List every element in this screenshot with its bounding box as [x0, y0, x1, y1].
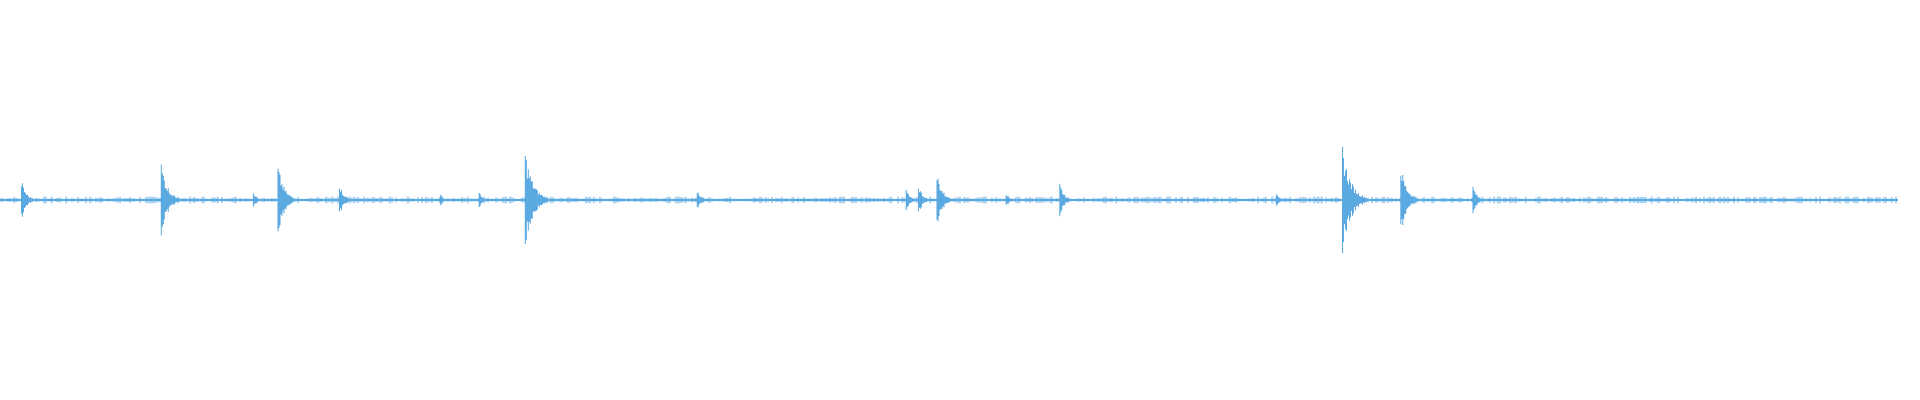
waveform-peak — [277, 168, 296, 232]
waveform-peak — [440, 194, 449, 206]
waveform-peak — [696, 192, 707, 208]
waveform-peak — [936, 178, 953, 222]
waveform-peak — [252, 193, 263, 207]
waveform-peak — [1059, 183, 1073, 217]
waveform-peak — [1342, 146, 1367, 254]
waveform-peak — [21, 183, 35, 217]
waveform-peaks — [0, 146, 1897, 254]
waveform-peak — [478, 192, 488, 208]
waveform-peak — [524, 156, 548, 244]
waveform-peak — [160, 164, 180, 236]
waveform-peak — [1472, 186, 1485, 214]
waveform-peak — [1400, 175, 1419, 225]
waveform-peak — [1005, 195, 1015, 205]
waveform-peak — [905, 189, 916, 211]
waveform-peak — [1275, 194, 1286, 206]
waveform-peak — [918, 188, 930, 212]
waveform-peak — [339, 188, 351, 212]
